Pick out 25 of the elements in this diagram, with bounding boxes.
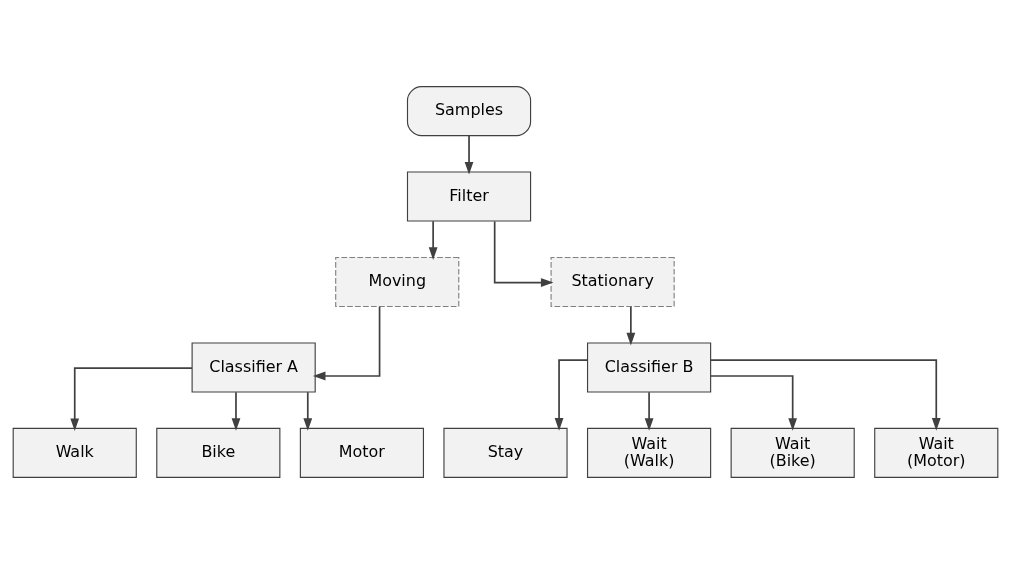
node-box: Wait (Walk): [586, 427, 712, 478]
arrow: [70, 366, 193, 431]
node-box: Motor: [299, 427, 424, 478]
arrow: [464, 134, 474, 174]
node-box: Stay: [443, 427, 568, 478]
arrow: [709, 374, 798, 431]
node-box: Classifier B: [586, 341, 712, 393]
arrow: [709, 358, 941, 431]
arrow: [303, 390, 313, 431]
node-box: Classifier A: [191, 341, 316, 393]
arrow: [312, 305, 381, 380]
node-box: Bike: [156, 427, 281, 478]
node-box: Wait (Bike): [730, 427, 855, 478]
node-box: Samples: [406, 85, 532, 136]
node-box: Stationary: [550, 256, 675, 307]
arrow: [428, 219, 438, 260]
arrow: [493, 220, 554, 287]
node-box: Filter: [406, 170, 532, 222]
node-box: Wait (Motor): [874, 427, 999, 478]
arrow: [626, 305, 636, 345]
arrow: [644, 390, 654, 431]
arrow: [231, 390, 241, 431]
arrow: [554, 358, 589, 431]
node-box: Moving: [335, 256, 460, 307]
node-box: Walk: [12, 427, 137, 478]
